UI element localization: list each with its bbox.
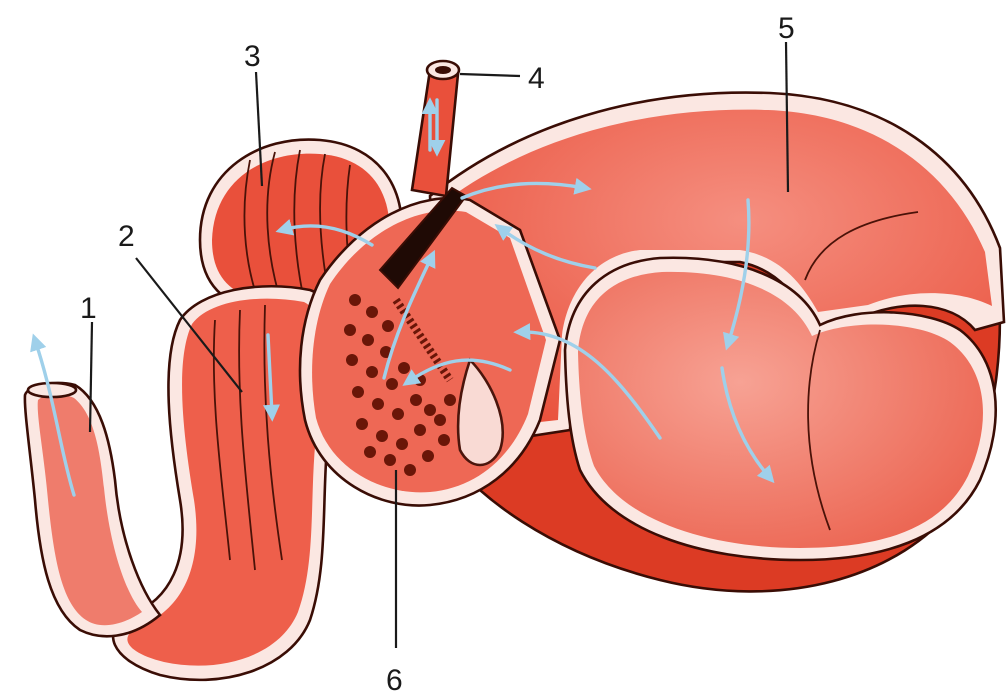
label-5: 5 [778,12,795,45]
label-2: 2 [118,220,135,253]
label-1: 1 [80,292,97,325]
label-4: 4 [528,62,545,95]
label-3: 3 [244,40,261,73]
exit-tube [25,383,160,636]
label-6: 6 [386,664,403,697]
